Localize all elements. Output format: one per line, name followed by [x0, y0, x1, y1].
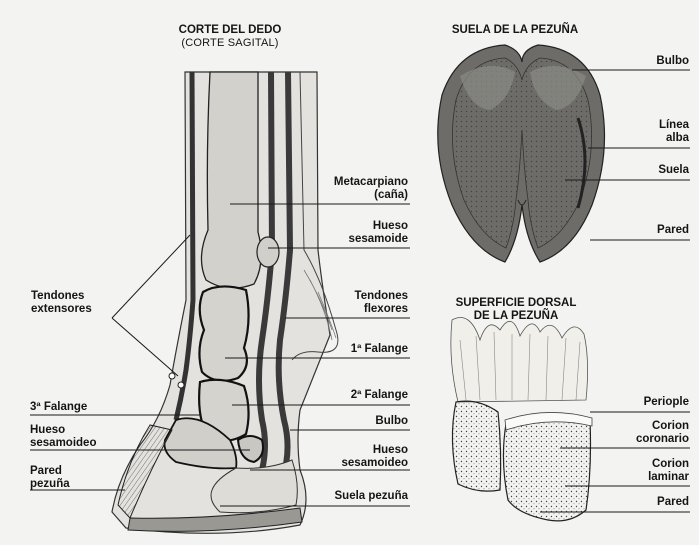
label-pared-dorsal: Pared: [600, 496, 689, 509]
metacarpal-bone: [201, 72, 261, 288]
corte-subtitle: (CORTE SAGITAL): [160, 37, 300, 50]
hoof-sole-drawing: [438, 45, 605, 262]
label-tercera-falange: 3ª Falange: [30, 401, 87, 414]
dorsal-wall-left: [452, 401, 500, 491]
hair-tuft: [451, 318, 588, 403]
label-pared-pezuna: Pared pezuña: [30, 465, 70, 491]
label-linea-alba: Línea alba: [600, 119, 689, 145]
label-hueso-sesamoide: Hueso sesamoide: [308, 220, 408, 246]
dorsal-title: SUPERFICIE DORSAL DE LA PEZUÑA: [446, 297, 586, 323]
label-periople: Periople: [600, 396, 689, 409]
label-bulbo-suela: Bulbo: [600, 55, 689, 68]
sesamoid-bone: [257, 237, 279, 267]
first-phalanx: [199, 286, 248, 380]
label-corion-coronario: Corion coronario: [600, 420, 689, 446]
label-segunda-falange: 2ª Falange: [308, 389, 408, 402]
label-corion-laminar: Corion laminar: [600, 458, 689, 484]
label-hueso-sesamoideo-left: Hueso sesamoideo: [30, 424, 96, 450]
dorsal-wall-right: [503, 416, 590, 521]
hoof-dorsal-drawing: [451, 318, 592, 521]
label-tendones-flexores: Tendones flexores: [308, 290, 408, 316]
corte-title: CORTE DEL DEDO (CORTE SAGITAL): [160, 24, 300, 50]
label-suela: Suela: [600, 164, 689, 177]
sagittal-section-drawing: [112, 72, 338, 533]
label-pared-suela: Pared: [600, 224, 689, 237]
label-metacarpiano: Metacarpiano (caña): [308, 176, 408, 202]
label-tendones-extensores: Tendones extensores: [31, 290, 92, 316]
suela-title: SUELA DE LA PEZUÑA: [440, 24, 590, 37]
label-primera-falange: 1ª Falange: [308, 343, 408, 356]
label-suela-pezuna: Suela pezuña: [308, 490, 408, 503]
label-hueso-sesamoideo-mid: Hueso sesamoideo: [308, 444, 408, 470]
label-bulbo-corte: Bulbo: [308, 415, 408, 428]
